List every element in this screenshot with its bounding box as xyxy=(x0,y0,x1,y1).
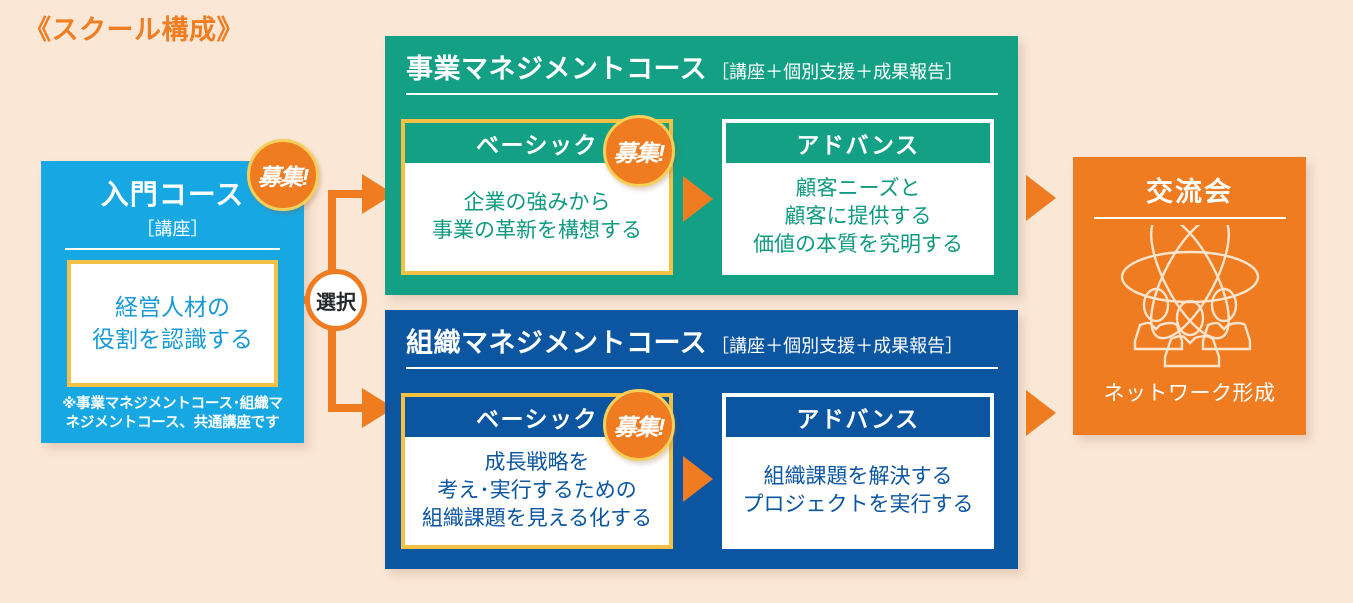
entry-course-subtitle: ［講座］ xyxy=(136,219,209,239)
organization-advance-head: アドバンス xyxy=(726,397,990,437)
recruiting-badge-business-basic[interactable]: 募集! xyxy=(603,115,675,187)
entry-course-inner-box: 経営人材の 役割を認識する xyxy=(67,260,278,387)
business-course-suffix: ［講座＋個別支援＋成果報告］ xyxy=(711,62,964,82)
organization-course-title: 組織マネジメントコース xyxy=(406,328,708,358)
entry-course-inner-text: 経営人材の 役割を認識する xyxy=(92,292,253,355)
business-course-header: 事業マネジメントコース［講座＋個別支援＋成果報告］ xyxy=(385,36,1018,86)
select-branch-label: 選択 xyxy=(305,269,367,331)
organization-basic-body: 成長戦略を 考え･実行するための 組織課題を見える化する xyxy=(405,437,669,545)
organization-basic-line1: 成長戦略を xyxy=(484,451,590,475)
entry-course-inner-line1: 経営人材の xyxy=(115,293,230,320)
organization-basic-line3: 組織課題を見える化する xyxy=(421,506,653,530)
business-basic-line1: 企業の強みから xyxy=(463,191,611,215)
business-advance-head: アドバンス xyxy=(726,123,990,163)
organization-basic-line2: 考え･実行するための xyxy=(437,479,637,503)
organization-advance-line1: 組織課題を解決する xyxy=(763,465,953,489)
meetup-title: 交流会 xyxy=(1146,177,1233,207)
business-course-divider xyxy=(405,93,998,95)
meetup-card[interactable]: 交流会 ネットワーク形成 xyxy=(1073,157,1306,435)
organization-advance-body: 組織課題を解決する プロジェクトを実行する xyxy=(726,437,990,545)
entry-course-note-line2: ネジメントコース、共通講座です xyxy=(65,415,280,432)
meetup-caption: ネットワーク形成 xyxy=(1103,382,1276,405)
arrow-business-basic-to-advance-icon xyxy=(683,176,713,222)
business-course-title: 事業マネジメントコース xyxy=(406,54,708,84)
recruiting-badge-entry[interactable]: 募集! xyxy=(247,139,319,211)
business-advance-box[interactable]: アドバンス 顧客ニーズと 顧客に提供する 価値の本質を究明する xyxy=(722,119,994,275)
organization-course-header: 組織マネジメントコース［講座＋個別支援＋成果報告］ xyxy=(385,310,1018,360)
organization-course-panel: 組織マネジメントコース［講座＋個別支援＋成果報告］ ベーシック 成長戦略を 考え… xyxy=(385,310,1018,569)
organization-course-divider xyxy=(405,367,998,369)
business-basic-body: 企業の強みから 事業の革新を構想する xyxy=(405,163,669,271)
arrow-organization-basic-to-advance-icon xyxy=(683,456,713,502)
business-basic-line2: 事業の革新を構想する xyxy=(432,219,642,242)
entry-course-divider xyxy=(65,248,280,250)
network-people-icon xyxy=(1120,225,1259,368)
organization-course-suffix: ［講座＋個別支援＋成果報告］ xyxy=(711,336,964,356)
organization-advance-box[interactable]: アドバンス 組織課題を解決する プロジェクトを実行する xyxy=(722,393,994,549)
business-advance-line3: 価値の本質を究明する xyxy=(753,232,963,256)
entry-course-note-line1: ※事業マネジメントコース･組織マ xyxy=(62,396,283,412)
entry-course-title: 入門コース xyxy=(100,179,245,210)
organization-advance-line2: プロジェクトを実行する xyxy=(742,493,974,516)
meetup-divider xyxy=(1093,217,1286,219)
entry-course-note: ※事業マネジメントコース･組織マ ネジメントコース、共通講座です xyxy=(59,395,287,433)
recruiting-badge-organization-basic[interactable]: 募集! xyxy=(603,389,675,461)
business-advance-body: 顧客ニーズと 顧客に提供する 価値の本質を究明する xyxy=(726,163,990,271)
business-advance-line2: 顧客に提供する xyxy=(784,205,932,229)
arrow-organization-to-meetup-icon xyxy=(1026,390,1056,436)
entry-course-inner-line2: 役割を認識する xyxy=(92,325,253,352)
business-advance-line1: 顧客ニーズと xyxy=(795,177,921,201)
entry-course-card[interactable]: 入門コース ［講座］ 経営人材の 役割を認識する ※事業マネジメントコース･組織… xyxy=(41,161,304,443)
page-title: 《スクール構成》 xyxy=(24,15,244,45)
arrow-business-to-meetup-icon xyxy=(1026,175,1056,221)
business-course-panel: 事業マネジメントコース［講座＋個別支援＋成果報告］ ベーシック 企業の強みから … xyxy=(385,36,1018,295)
